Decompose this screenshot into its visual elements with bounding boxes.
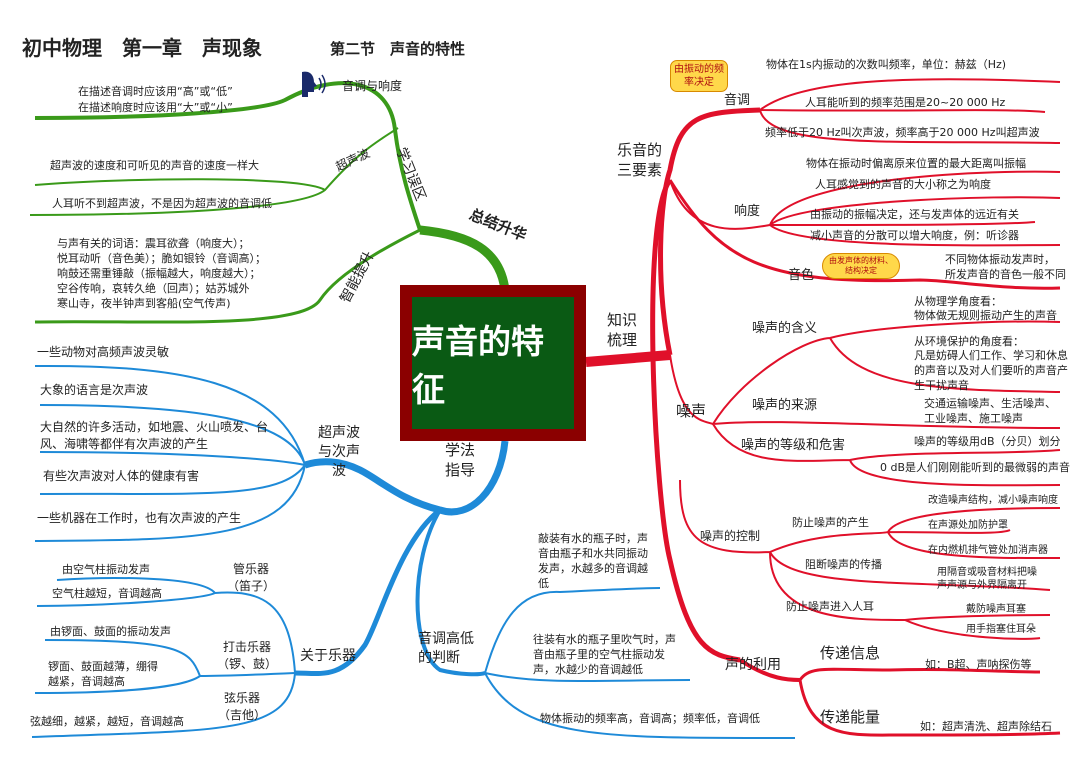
noise-meaning-text: 凡是妨碍人们工作、学习和休息的声音以及对人们要听的声音产生干扰声音 (914, 349, 1068, 392)
block-label: 阻断噪声的传播 (805, 558, 882, 571)
info-text: 如：B超、声呐探伤等 (925, 658, 1032, 671)
pitch-label: 音调 (724, 93, 751, 108)
wind-item: 由空气柱振动发声 (62, 563, 150, 576)
loudness-item: 减小声音的分散可以增大响度，例：听诊器 (810, 229, 1019, 242)
timbre-callout: 由发声体的材料、结构决定 (822, 253, 900, 279)
string-item: 弦越细，越紧，越短，音调越高 (30, 715, 184, 728)
mistake-item: 在描述响度时应该用“大”或“小” (78, 101, 233, 114)
infra-item: 大象的语言是次声波 (40, 383, 149, 397)
wind-item: 空气柱越短，音调越高 (52, 587, 162, 600)
energy-text: 如：超声清洗、超声除结石 (920, 720, 1052, 733)
noise-label: 噪声 (676, 402, 707, 420)
judge-label: 音调高低的判断 (418, 631, 474, 666)
ear-item: 戴防噪声耳塞 (966, 604, 1026, 615)
summary-branch-lines (29, 81, 510, 324)
noise-level-item: 0 dB是人们刚刚能听到的最微弱的声音 (880, 461, 1071, 474)
prevent-item: 在声源处加防护罩 (928, 520, 1008, 531)
prevent-item: 改造噪声结构，减小噪声响度 (928, 495, 1058, 506)
ability-line: 空谷传响，哀转久绝（回声）；姑苏城外 (57, 282, 250, 295)
infra-item: 有些次声波对人体的健康有害 (43, 469, 200, 483)
ear-item: 用手指塞住耳朵 (966, 624, 1036, 635)
section-title: 第二节 声音的特性 (330, 40, 466, 58)
block-text: 用隔音或吸音材料把噪声声源与外界隔离开 (937, 567, 1037, 591)
loudness-label: 响度 (734, 204, 761, 219)
page-title: 初中物理 第一章 声现象 (22, 36, 262, 60)
ability-line: 响鼓还需重锤敲（振幅越大，响度越大）； (57, 267, 261, 280)
timbre-item: 所发声音的音色一般不同 (945, 268, 1066, 281)
judge-item: 往装有水的瓶子里吹气时，声音由瓶子里的空气柱振动发声，水越少的音调越低 (533, 633, 676, 676)
infra-item: 大自然的许多活动，如地震、火山喷发、台风、海啸等都伴有次声波的产生 (40, 420, 269, 451)
noise-source-text: 交通运输噪声、生活噪声、工业噪声、施工噪声 (924, 397, 1056, 425)
ability-line: 悦耳动听（音色美）；脆如银铃（音调高）； (57, 252, 266, 265)
wind-label: 管乐器（笛子） (226, 562, 275, 593)
pitch-loudness-label: 音调与响度 (342, 79, 403, 93)
energy-label: 传递能量 (820, 708, 881, 726)
method-branch-lines (31, 364, 796, 740)
noise-meaning-text: 物体做无规则振动产生的声音 (914, 309, 1057, 322)
pitch-item: 物体在1s内振动的次数叫频率，单位：赫兹（Hz) (766, 58, 1007, 71)
ability-line: 寒山寺，夜半钟声到客船(空气传声) (57, 297, 231, 310)
use-label: 声的利用 (725, 657, 781, 673)
knowledge-branch-label: 知识梳理 (607, 311, 638, 349)
prevent-label: 防止噪声的产生 (792, 516, 869, 529)
timbre-label: 音色 (788, 268, 815, 283)
mistake-item: 超声波的速度和可听见的声音的速度一样大 (50, 159, 259, 172)
percussion-item: 由锣面、鼓面的振动发声 (50, 625, 171, 638)
prevent-item: 在内燃机排气管处加消声器 (928, 545, 1048, 556)
three-elements-label: 乐音的三要素 (617, 141, 663, 179)
method-branch-label: 学法指导 (445, 441, 476, 479)
central-topic: 声音的特征 (400, 285, 586, 441)
mistake-item: 人耳听不到超声波，不是因为超声波的音调低 (52, 197, 272, 210)
percussion-item: 锣面、鼓面越薄，绷得越紧，音调越高 (48, 660, 158, 688)
loudness-item: 物体在振动时偏离原来位置的最大距离叫振幅 (806, 157, 1026, 170)
ear-label: 防止噪声进入人耳 (786, 600, 874, 613)
pitch-callout: 由振动的频率决定 (670, 60, 728, 92)
knowledge-branch-lines (585, 78, 1061, 737)
noise-source-label: 噪声的来源 (752, 398, 818, 413)
noise-control-label: 噪声的控制 (700, 529, 761, 543)
infra-item: 一些机器在工作时，也有次声波的产生 (37, 511, 242, 525)
percussion-label: 打击乐器（锣、鼓） (216, 640, 277, 671)
noise-meaning-text: 从环境保护的角度看： (914, 335, 1024, 348)
judge-item: 物体振动的频率高，音调高；频率低，音调低 (540, 712, 760, 725)
ability-line: 与声有关的词语：震耳欲聋（响度大）； (57, 237, 250, 250)
loudness-item: 由振动的振幅决定，还与发声体的远近有关 (810, 208, 1019, 221)
noise-level-label: 噪声的等级和危害 (741, 438, 846, 453)
infra-ultra-label: 超声波与次声波 (318, 425, 360, 479)
pitch-item: 频率低于20 Hz叫次声波，频率高于20 000 Hz叫超声波 (765, 126, 1040, 139)
string-label: 弦乐器（吉他） (217, 691, 266, 722)
speaker-head-icon (302, 71, 326, 97)
mistake-item: 在描述音调时应该用“高”或“低” (78, 85, 233, 98)
central-topic-label: 声音的特征 (412, 297, 574, 429)
loudness-item: 人耳感觉到的声音的大小称之为响度 (815, 178, 991, 191)
judge-item: 敲装有水的瓶子时，声音由瓶子和水共同振动发声，水越多的音调越低 (538, 532, 648, 590)
noise-meaning-label: 噪声的含义 (752, 321, 818, 336)
info-label: 传递信息 (820, 644, 881, 662)
noise-level-item: 噪声的等级用dB（分贝）划分 (914, 435, 1061, 448)
instruments-label: 关于乐器 (300, 648, 356, 664)
pitch-item: 人耳能听到的频率范围是20~20 000 Hz (805, 96, 1006, 109)
timbre-item: 不同物体振动发声时， (945, 253, 1055, 266)
noise-meaning-text: 从物理学角度看： (914, 295, 1002, 308)
infra-item: 一些动物对高频声波灵敏 (37, 345, 170, 359)
